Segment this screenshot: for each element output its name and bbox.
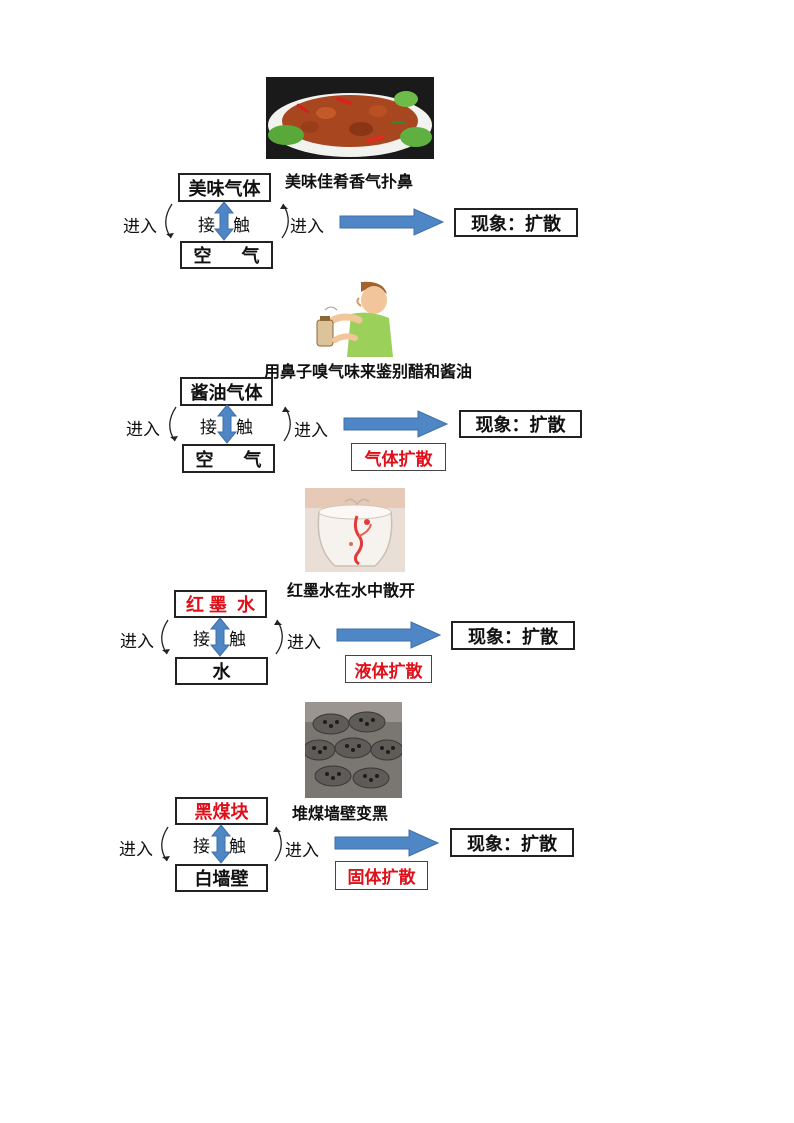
result-box: 现象：扩散 [450,828,574,857]
right-arrow-icon [336,621,442,649]
curved-arrow-right-icon [273,826,282,862]
section-caption: 美味佳肴香气扑鼻 [285,174,414,191]
double-arrow-icon [216,404,238,444]
man-smelling-bottle-image [311,280,397,357]
section-caption: 红墨水在水中散开 [287,583,416,600]
enter-label-right: 进入 [290,217,324,236]
double-arrow-icon [210,824,232,864]
result-box: 现象：扩散 [454,208,578,237]
contact-label-right: 触 [236,418,253,437]
top-substance-box: 酱油气体 [180,377,273,406]
bottom-substance-box: 空 气 [180,241,273,269]
diffusion-type-tag: 固体扩散 [335,861,428,890]
enter-label-right: 进入 [285,841,319,860]
curved-arrow-left-icon [165,203,174,239]
curved-arrow-right-icon [274,619,283,655]
top-substance-box: 美味气体 [178,173,271,202]
coal-briquettes-image [305,702,402,798]
contact-label-left: 接 [193,837,210,856]
enter-label-left: 进入 [123,217,157,236]
result-box: 现象：扩散 [459,410,582,438]
contact-label-right: 触 [233,216,250,235]
bottom-substance-box: 水 [175,657,268,685]
enter-label-left: 进入 [126,420,160,439]
enter-label-right: 进入 [287,633,321,652]
contact-label-right: 触 [229,630,246,649]
double-arrow-icon [209,617,231,657]
result-box: 现象：扩散 [451,621,575,650]
curved-arrow-left-icon [169,406,178,442]
spicy-chicken-dish-image [266,77,434,159]
diffusion-type-tag: 气体扩散 [351,443,446,471]
double-arrow-icon [213,201,235,241]
right-arrow-icon [339,208,445,236]
curved-arrow-left-icon [161,619,170,655]
curved-arrow-right-icon [282,406,291,442]
bottom-substance-box: 空 气 [182,444,275,473]
top-substance-box: 黑煤块 [175,797,268,825]
section-caption: 堆煤墙壁变黑 [292,806,389,823]
enter-label-left: 进入 [120,632,154,651]
curved-arrow-right-icon [280,203,289,239]
right-arrow-icon [334,829,440,857]
contact-label-left: 接 [198,216,215,235]
curved-arrow-left-icon [161,826,170,862]
top-substance-box: 红 墨 水 [174,590,267,618]
section-caption: 用鼻子嗅气味来鉴别醋和酱油 [264,364,473,381]
enter-label-right: 进入 [294,421,328,440]
contact-label-left: 接 [193,630,210,649]
contact-label-right: 触 [229,837,246,856]
bottom-substance-box: 白墙壁 [175,864,268,892]
diffusion-type-tag: 液体扩散 [345,655,432,683]
red-ink-in-water-glass-image [305,488,405,572]
enter-label-left: 进入 [119,840,153,859]
contact-label-left: 接 [200,418,217,437]
right-arrow-icon [343,410,449,438]
